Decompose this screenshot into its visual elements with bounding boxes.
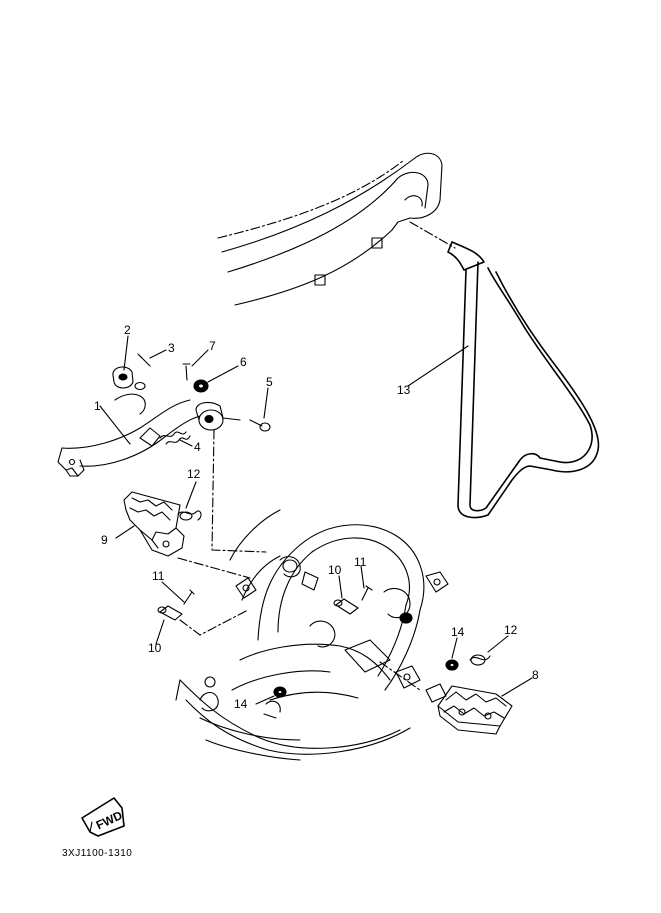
- callout-11-left: 11: [152, 569, 165, 583]
- callout-4: 4: [194, 440, 201, 454]
- callout-1: 1: [94, 399, 101, 413]
- callout-10-left: 10: [148, 641, 162, 655]
- callout-6: 6: [240, 355, 247, 369]
- callout-12-right: 12: [504, 623, 518, 637]
- brake-pedal: [57, 393, 241, 477]
- left-footrest: [123, 491, 202, 557]
- callout-11-right: 11: [354, 555, 367, 569]
- right-footrest-parts: [157, 585, 513, 735]
- callout-2: 2: [124, 323, 131, 337]
- forward-arrow-icon: FWD: [81, 797, 125, 837]
- fwd-label: FWD: [94, 808, 125, 832]
- callout-14-left: 14: [234, 697, 248, 711]
- callout-7: 7: [209, 339, 216, 353]
- callout-8: 8: [532, 668, 539, 682]
- callout-12-left: 12: [187, 467, 201, 481]
- callout-labels: 1 2 3 4 5 6 7 8 9 10 10 11 11 12 12 13 1…: [94, 323, 539, 711]
- leader-lines: [99, 335, 533, 705]
- stand: [447, 241, 600, 519]
- callout-5: 5: [266, 375, 273, 389]
- callout-10-right: 10: [328, 563, 342, 577]
- swing-arm: [217, 152, 456, 306]
- drawing-code: 3XJ1100-1310: [62, 848, 132, 859]
- callout-13: 13: [397, 383, 411, 397]
- pedal-fasteners: [112, 353, 271, 445]
- frame: [175, 429, 449, 761]
- callout-9: 9: [101, 533, 108, 547]
- callout-14-right: 14: [451, 625, 465, 639]
- callout-3: 3: [168, 341, 175, 355]
